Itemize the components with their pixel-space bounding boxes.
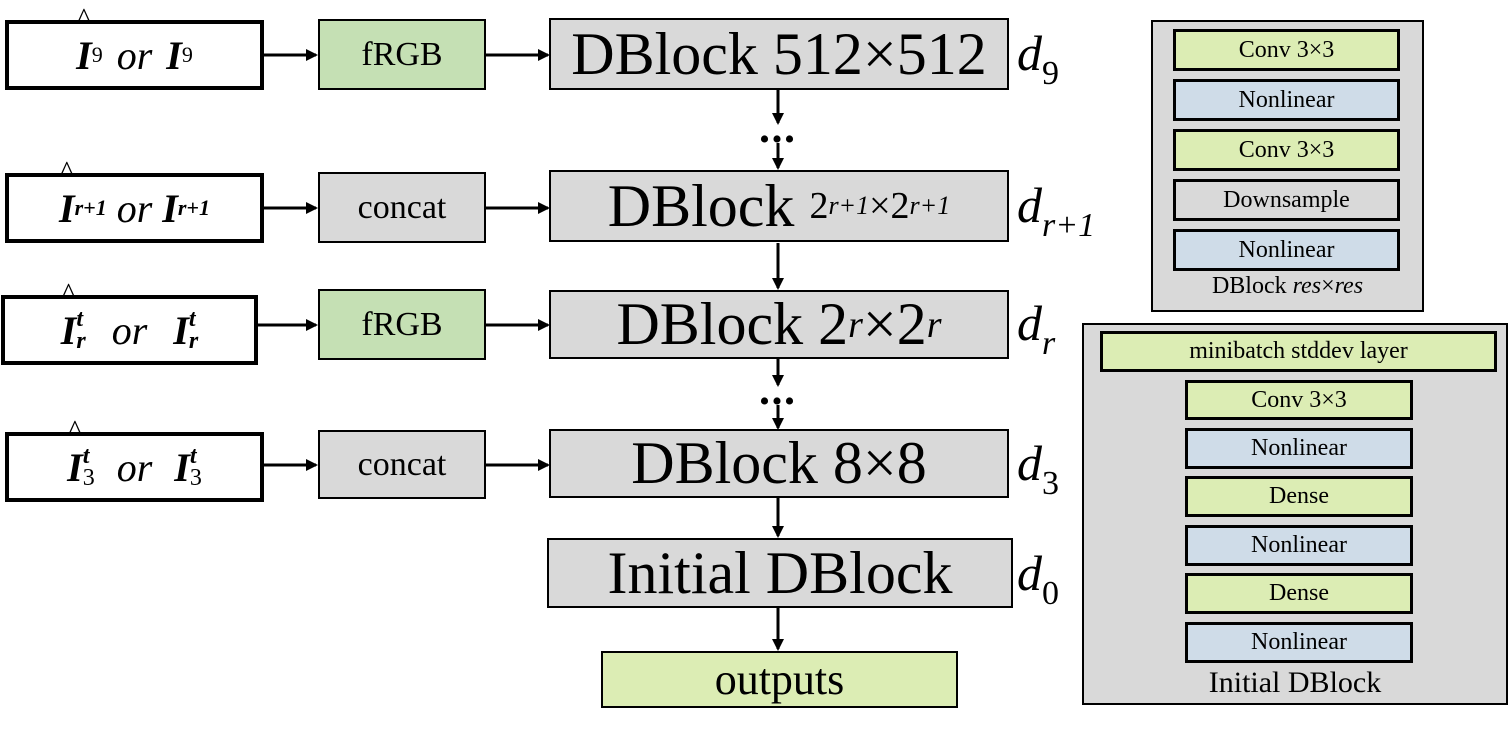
dblock-layer-nonlinear-2: Nonlinear xyxy=(1173,229,1400,271)
concat-box-bottom: concat xyxy=(318,430,486,499)
input-symbol: I xyxy=(162,185,178,231)
d-label-r-plus-1: dr+1 xyxy=(1017,177,1096,244)
outputs-box: outputs xyxy=(601,651,958,708)
d-label-9: d9 xyxy=(1017,25,1059,92)
initial-layer-nonlinear-3: Nonlinear xyxy=(1185,622,1413,663)
input-index: r+1 xyxy=(177,195,210,220)
initial-layer-conv: Conv 3×3 xyxy=(1185,380,1413,420)
initial-layer-minibatch-stddev: minibatch stddev layer xyxy=(1100,331,1497,372)
frgb-box-bottom: fRGB xyxy=(318,289,486,360)
dblock-512: DBlock 512×512 xyxy=(549,18,1009,90)
input-symbol: I xyxy=(166,32,182,78)
input-index: 9 xyxy=(91,42,103,67)
dblock-layer-nonlinear-1: Nonlinear xyxy=(1173,79,1400,121)
d-label-r: dr xyxy=(1017,295,1056,362)
or-word: or xyxy=(116,444,153,490)
frgb-box-top: fRGB xyxy=(318,19,486,90)
or-word: or xyxy=(116,32,153,78)
initial-layer-nonlinear-2: Nonlinear xyxy=(1185,525,1413,566)
input-symbol: I xyxy=(173,307,189,353)
ellipsis-bottom: ••• xyxy=(759,385,797,418)
input-hat-symbol: ^I xyxy=(76,1,92,78)
initial-dblock: Initial DBlock xyxy=(547,538,1013,608)
dblock-layer-downsample: Downsample xyxy=(1173,179,1400,221)
input-hat-symbol: ^I xyxy=(60,276,77,353)
initial-layer-dense-1: Dense xyxy=(1185,476,1413,517)
dblock-8: DBlock 8×8 xyxy=(549,429,1009,498)
input-index: r+1 xyxy=(74,195,107,220)
d-label-3: d3 xyxy=(1017,435,1059,502)
initial-panel-caption: Initial DBlock xyxy=(1208,666,1382,699)
dblock-layer-conv-1: Conv 3×3 xyxy=(1173,29,1400,71)
input-index: 9 xyxy=(181,42,193,67)
dblock-layer-conv-2: Conv 3×3 xyxy=(1173,129,1400,171)
input-hat-symbol: ^I xyxy=(59,154,75,231)
or-word: or xyxy=(116,185,153,231)
initial-layer-dense-2: Dense xyxy=(1185,573,1413,614)
dblock-panel-caption: DBlock res×res xyxy=(1211,273,1364,299)
initial-layer-nonlinear-1: Nonlinear xyxy=(1185,428,1413,469)
input-hat-symbol: ^I xyxy=(67,413,83,490)
input-symbol: I xyxy=(174,444,190,490)
d-label-0: d0 xyxy=(1017,545,1059,612)
or-word: or xyxy=(111,307,148,353)
concat-box-top: concat xyxy=(318,172,486,243)
ellipsis-top: ••• xyxy=(759,123,797,156)
